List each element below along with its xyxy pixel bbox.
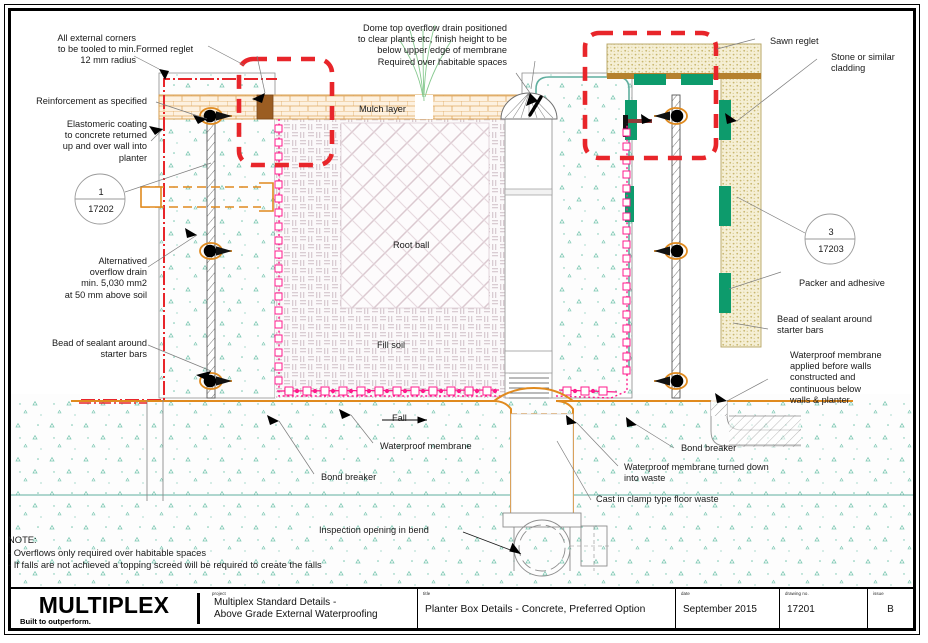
company-logo: MULTIPLEX Built to outperform. — [11, 589, 197, 628]
date-key: date — [681, 591, 690, 596]
detail-bubble-3-sheet: 17203 — [818, 244, 844, 254]
project-key: project — [212, 591, 226, 596]
drawing-canvas: All external corners to be tooled to min… — [11, 11, 913, 628]
planter-box-section-drawing — [11, 24, 913, 614]
label-root-ball: Root ball — [393, 240, 430, 250]
callout-elastomeric: Elastomeric coating to concrete returned… — [62, 119, 147, 163]
label-fill-soil: Fill soil — [377, 340, 406, 350]
callout-fall: Fall — [392, 413, 407, 423]
logo-wordmark: MULTIPLEX — [38, 591, 170, 618]
detail-bubble-1-number: 1 — [98, 187, 104, 197]
callout-sawn-reglet: Sawn reglet — [770, 36, 819, 46]
issue-value: B — [887, 604, 894, 615]
titleblock-project: project Multiplex Standard Details - Abo… — [207, 589, 417, 628]
callout-membrane-walls: Waterproof membrane applied before walls… — [790, 350, 882, 405]
titleblock-title: title Planter Box Details - Concrete, Pr… — [417, 589, 675, 628]
title-block: MULTIPLEX Built to outperform. project M… — [11, 587, 913, 628]
callout-bond-breaker-right: Bond breaker — [681, 443, 737, 453]
title-block-divider-bar — [197, 593, 200, 624]
date-value: September 2015 — [683, 604, 757, 615]
callout-stone-cladding: Stone or similar cladding — [831, 52, 895, 74]
project-line2: Above Grade External Waterproofing — [214, 609, 378, 621]
callout-reinforcement: Reinforcement as specified — [36, 96, 147, 106]
callout-alt-overflow: Alternatived overflow drain min. 5,030 m… — [64, 256, 147, 300]
drawing-no-value: 17201 — [787, 604, 815, 615]
sheet-border-outer — [4, 4, 920, 635]
callout-sealant-left: Bead of sealant around starter bars — [51, 338, 147, 360]
callout-inspection-opening: Inspection opening in bend — [319, 525, 429, 535]
drawing-no-key: drawing no. — [785, 591, 809, 596]
detail-bubble-1-sheet: 17202 — [88, 204, 114, 214]
callout-corners: All external corners to be tooled to min… — [57, 33, 136, 66]
logo-tagline: Built to outperform. — [20, 616, 91, 626]
callout-waterproof-membrane: Waterproof membrane — [380, 441, 472, 451]
titleblock-issue: issue B — [867, 589, 913, 628]
callout-membrane-waste: Waterproof membrane turned down into was… — [624, 462, 769, 484]
callout-floor-waste: Cast in clamp type floor waste — [596, 494, 719, 504]
titleblock-date: date September 2015 — [675, 589, 779, 628]
sheet-border-inner — [8, 8, 916, 631]
label-mulch-layer: Mulch layer — [359, 104, 406, 114]
callout-sealant-right: Bead of sealant around starter bars — [777, 314, 873, 336]
callout-dome-drain: Dome top overflow drain positioned to cl… — [357, 23, 507, 67]
title-value: Planter Box Details - Concrete, Preferre… — [425, 604, 646, 615]
callout-bond-breaker-left: Bond breaker — [321, 472, 377, 482]
title-key: title — [423, 591, 431, 596]
general-note: NOTE: - Overflows only required over hab… — [8, 534, 322, 571]
issue-key: issue — [873, 591, 884, 596]
titleblock-drawing-no: drawing no. 17201 — [779, 589, 867, 628]
callout-packer: Packer and adhesive — [799, 278, 885, 288]
detail-bubble-3-number: 3 — [828, 227, 834, 237]
project-line1: Multiplex Standard Details - — [214, 597, 337, 608]
callout-formed-reglet: Formed reglet — [136, 44, 194, 54]
